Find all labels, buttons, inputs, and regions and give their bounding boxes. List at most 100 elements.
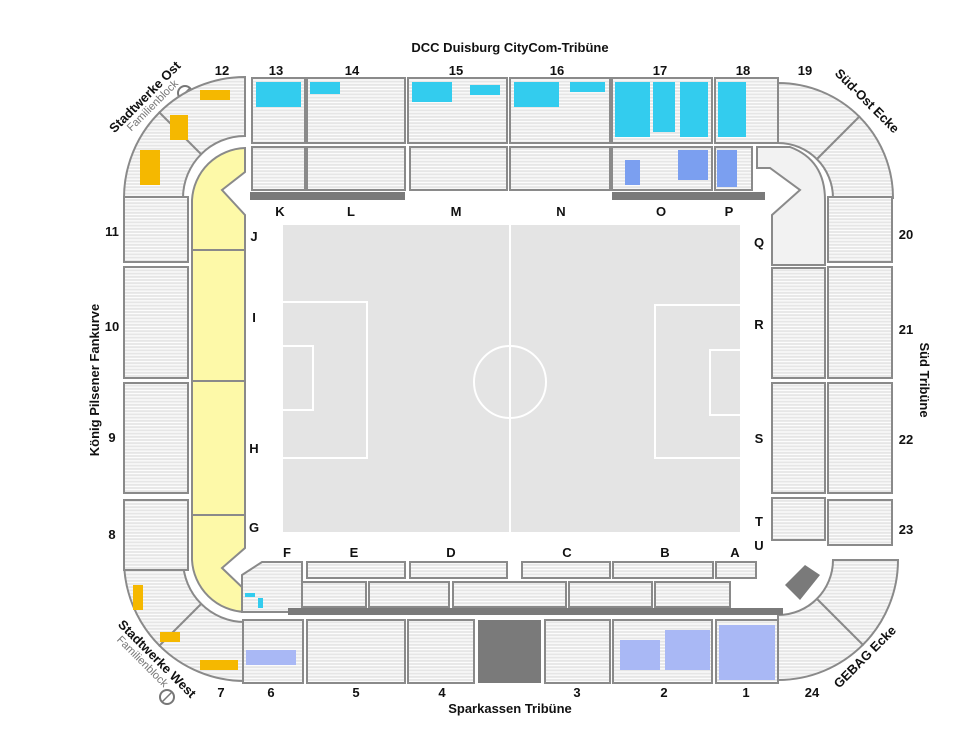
block-right-inner-2[interactable] xyxy=(771,497,826,541)
available-seats[interactable] xyxy=(514,82,559,107)
block-lower-bottom-3[interactable] xyxy=(612,561,714,579)
block-lower-bottom2-4[interactable] xyxy=(654,581,731,608)
block-f[interactable] xyxy=(241,561,303,613)
block-number: 15 xyxy=(449,63,463,78)
block-lower-bottom2-1[interactable] xyxy=(368,581,450,608)
no-smoking-icon xyxy=(159,689,175,705)
stand-title-east: Süd Tribüne xyxy=(917,342,932,417)
block-lower-bottom-0[interactable] xyxy=(306,561,406,579)
block-lower-bottom-2[interactable] xyxy=(521,561,611,579)
block-number: 17 xyxy=(653,63,667,78)
available-seats[interactable] xyxy=(245,593,255,597)
block-lower-bottom2-2[interactable] xyxy=(452,581,567,608)
block-8[interactable] xyxy=(123,499,189,571)
pitch-marking xyxy=(283,301,368,459)
dark-block-corner xyxy=(785,565,820,600)
available-seats[interactable] xyxy=(246,650,296,665)
available-seats[interactable] xyxy=(258,598,263,608)
block-number: 23 xyxy=(899,522,913,537)
block-22[interactable] xyxy=(827,382,893,494)
available-seats[interactable] xyxy=(140,150,160,185)
available-seats[interactable] xyxy=(256,82,301,107)
block-lower-bottom-1[interactable] xyxy=(409,561,508,579)
dark-bar xyxy=(288,608,783,615)
available-seats[interactable] xyxy=(160,632,180,642)
block-letter: R xyxy=(754,317,764,332)
block-number: 14 xyxy=(345,63,360,78)
block-21[interactable] xyxy=(827,266,893,379)
block-lower-top-0[interactable] xyxy=(251,146,306,191)
pitch xyxy=(283,225,740,532)
block-letter: U xyxy=(754,538,763,553)
available-seats[interactable] xyxy=(200,90,230,100)
available-seats[interactable] xyxy=(717,150,737,187)
block-q-area[interactable] xyxy=(756,146,826,266)
available-seats[interactable] xyxy=(310,82,340,94)
block-number: 16 xyxy=(550,63,564,78)
block-20[interactable] xyxy=(827,196,893,263)
available-seats[interactable] xyxy=(653,82,675,132)
block-letter: O xyxy=(656,204,666,219)
block-number: 13 xyxy=(269,63,283,78)
block-11[interactable] xyxy=(123,196,189,263)
available-seats[interactable] xyxy=(470,85,500,95)
block-lower-top-1[interactable] xyxy=(306,146,406,191)
available-seats[interactable] xyxy=(200,660,238,670)
block-number: 2 xyxy=(660,685,667,700)
block-23[interactable] xyxy=(827,499,893,546)
block-4[interactable] xyxy=(407,619,475,684)
block-number: 5 xyxy=(352,685,359,700)
block-lower-top-2[interactable] xyxy=(409,146,508,191)
block-number: 18 xyxy=(736,63,750,78)
block-letter: P xyxy=(725,204,734,219)
block-letter: Q xyxy=(754,235,764,250)
stand-title-south: Sparkassen Tribüne xyxy=(448,701,572,716)
block-number: 4 xyxy=(438,685,446,700)
block-letter: E xyxy=(350,545,359,560)
available-seats[interactable] xyxy=(680,82,708,137)
block-number: 21 xyxy=(899,322,913,337)
available-seats[interactable] xyxy=(718,82,746,137)
stand-title-west: König Pilsener Fankurve xyxy=(87,304,102,456)
block-letter: K xyxy=(275,204,285,219)
dark-bar xyxy=(250,192,405,200)
available-seats[interactable] xyxy=(615,82,650,137)
available-seats[interactable] xyxy=(170,115,188,140)
pitch-marking xyxy=(709,349,740,416)
block-letter: I xyxy=(252,310,256,325)
block-number: 9 xyxy=(108,430,115,445)
block-right-inner-1[interactable] xyxy=(771,382,826,494)
block-number: 24 xyxy=(805,685,820,700)
block-letter: L xyxy=(347,204,355,219)
block-letter: A xyxy=(730,545,740,560)
block-lower-bottom-4[interactable] xyxy=(715,561,757,579)
block-number: 22 xyxy=(899,432,913,447)
available-seats[interactable] xyxy=(665,630,710,670)
block-letter: M xyxy=(451,204,462,219)
available-seats[interactable] xyxy=(412,82,452,102)
available-seats[interactable] xyxy=(719,625,775,680)
block-number: 3 xyxy=(573,685,580,700)
available-seats[interactable] xyxy=(133,585,143,610)
block-lower-top-3[interactable] xyxy=(509,146,611,191)
block-9[interactable] xyxy=(123,382,189,494)
block-letter: J xyxy=(250,229,257,244)
block-right-inner-0[interactable] xyxy=(771,267,826,379)
block-3[interactable] xyxy=(544,619,611,684)
block-5[interactable] xyxy=(306,619,406,684)
block-number: 10 xyxy=(105,319,119,334)
dark-block-bottom xyxy=(478,620,541,683)
block-letter: N xyxy=(556,204,565,219)
available-seats[interactable] xyxy=(570,82,605,92)
block-number: 20 xyxy=(899,227,913,242)
pitch-marking xyxy=(283,345,314,411)
available-seats[interactable] xyxy=(678,150,708,180)
available-seats[interactable] xyxy=(625,160,640,185)
block-lower-bottom2-3[interactable] xyxy=(568,581,653,608)
block-letter: G xyxy=(249,520,259,535)
block-number: 7 xyxy=(217,685,224,700)
available-seats[interactable] xyxy=(620,640,660,670)
block-10[interactable] xyxy=(123,266,189,379)
block-letter: S xyxy=(755,431,764,446)
